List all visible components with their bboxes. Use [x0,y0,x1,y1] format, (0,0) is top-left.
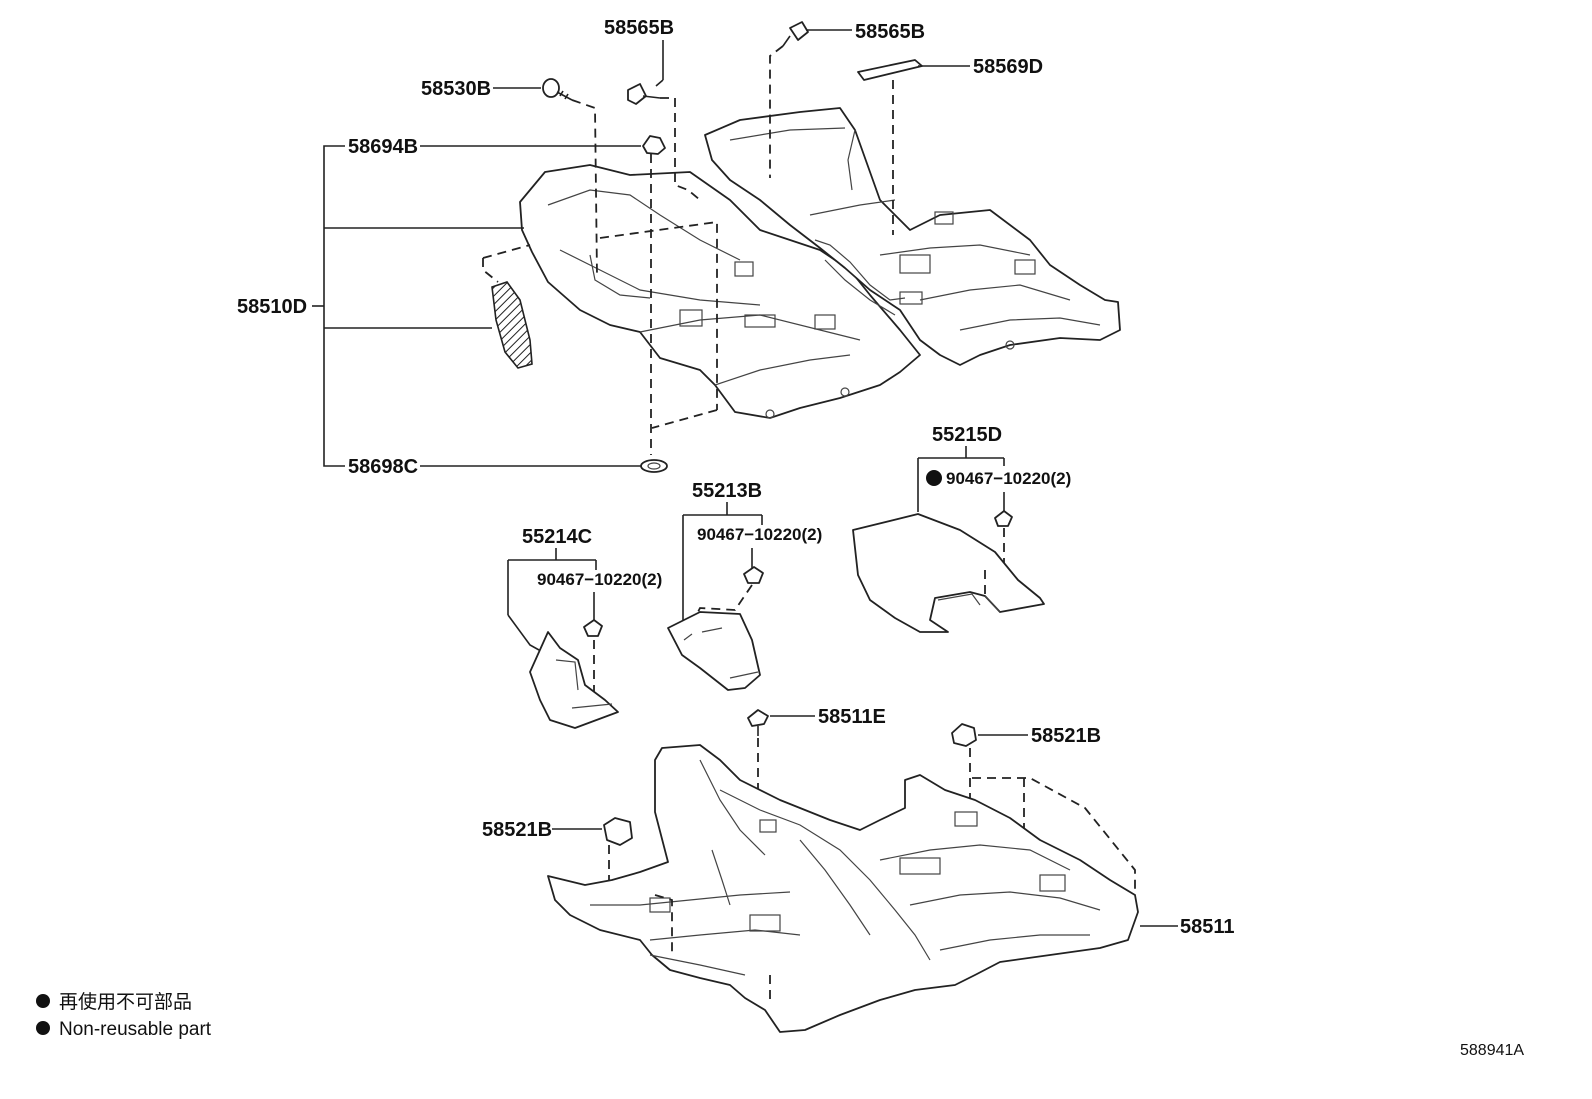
label-58530b: 58530B [421,78,491,100]
clip-58694b-icon [642,135,666,155]
front-floor-carpet [519,164,921,419]
lower-carpet-group: 58511E 58521B 58521B [482,706,1235,1033]
floor-carpet-58511 [547,744,1139,1033]
clip-55213b-icon [743,566,764,584]
part-55215d-group: 55215D 90467−10220(2) [852,424,1071,633]
label-58511: 58511 [1180,916,1235,938]
side-insulator-pad [491,281,533,369]
upper-callouts: 58565B 58565B 58569D 58530B 58694B 58510… [237,17,1043,478]
label-58698c: 58698C [348,456,418,478]
insulator-55215d [852,513,1045,633]
clip-58565b-left-icon [627,83,661,105]
grommet-58698c-icon [640,459,668,473]
screw-58530b-icon [542,78,573,101]
label-58569d: 58569D [973,56,1043,78]
insulator-55214c [529,631,619,729]
label-55215d: 55215D [932,424,1002,446]
diagram-code: 588941A [1460,1042,1524,1059]
part-55214c-group: 55214C 90467−10220(2) [507,526,662,729]
label-58521b-right: 58521B [1031,725,1101,747]
insulator-55213b [667,611,761,691]
label-55214c: 55214C [522,526,592,548]
part-55213b-group: 55213B 90467−10220(2) [667,480,822,691]
legend: 再使用不可部品 Non-reusable part [36,991,212,1040]
clip-58565b-right-icon [782,21,809,47]
label-58511e: 58511E [818,706,886,728]
label-58510d: 58510D [237,296,307,318]
label-58521b-left: 58521B [482,819,552,841]
upper-carpet-assembly [482,107,1121,429]
label-58565b-left: 58565B [604,17,674,39]
label-58565b-right: 58565B [855,21,925,43]
label-55214c-clip: 90467−10220(2) [537,570,662,589]
clip-58521b-right-icon [951,723,977,747]
strip-58569d [857,59,923,81]
legend-dot-icon [36,994,50,1008]
rear-floor-carpet [704,107,1121,366]
legend-english: Non-reusable part [59,1019,212,1040]
non-reusable-dot-icon [926,470,942,486]
upper-fasteners [542,21,923,473]
legend-dot-icon-2 [36,1021,50,1035]
clip-58521b-left-icon [603,817,633,846]
clip-55215d-icon [994,510,1013,527]
clip-58511e-icon [747,709,769,736]
clip-55214c-icon [583,619,603,637]
legend-japanese: 再使用不可部品 [59,991,192,1013]
label-55213b-clip: 90467−10220(2) [697,525,822,544]
label-55213b: 55213B [692,480,762,502]
label-55215d-clip: 90467−10220(2) [946,469,1071,488]
label-58694b: 58694B [348,136,418,158]
